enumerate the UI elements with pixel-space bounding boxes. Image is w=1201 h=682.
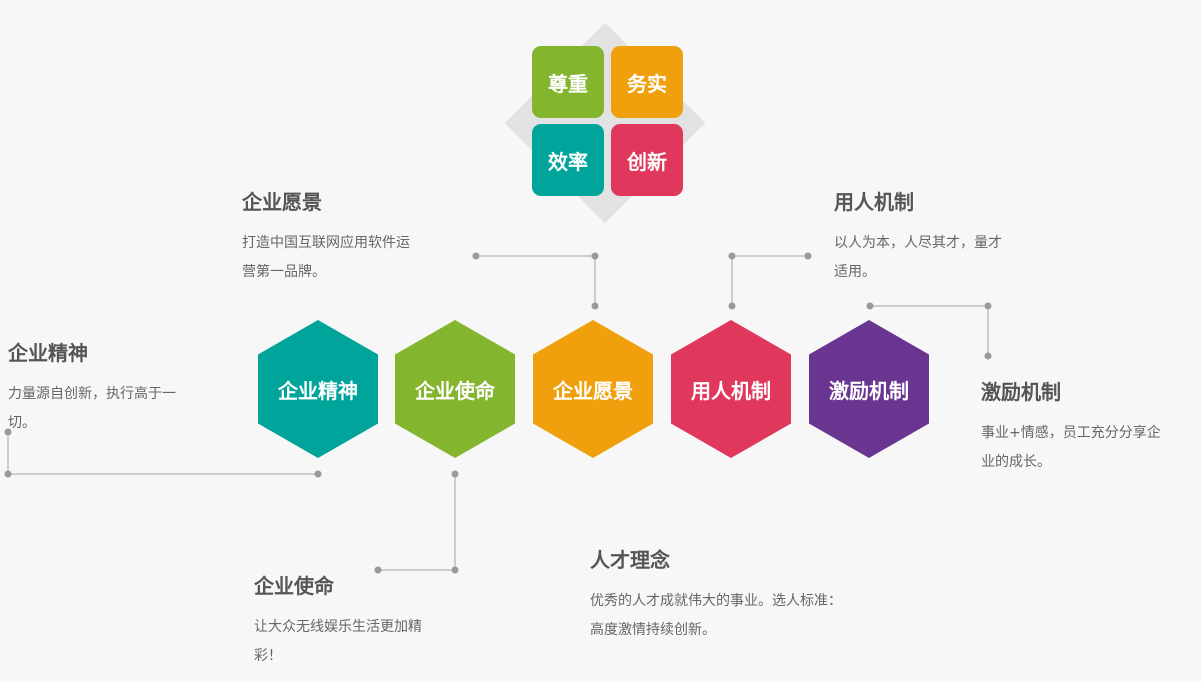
block-title: 人才理念 bbox=[590, 548, 670, 572]
block-title: 企业使命 bbox=[254, 574, 334, 598]
block-text-line: 力量源自创新，执行高于一 bbox=[8, 386, 176, 402]
block-spirit: 企业精神 力量源自创新，执行高于一 切。 bbox=[8, 337, 176, 438]
block-text-line: 打造中国互联网应用软件运 bbox=[242, 235, 410, 251]
block-text-line: 事业+情感，员工充分分享企 bbox=[981, 425, 1161, 441]
hexagon-hiring: 用人机制 bbox=[671, 320, 791, 458]
block-vision: 企业愿景 打造中国互联网应用软件运 营第一品牌。 bbox=[242, 186, 410, 287]
block-text-line: 彩！ bbox=[254, 648, 282, 664]
value-tile-respect: 尊重 bbox=[532, 46, 604, 118]
block-text-line: 优秀的人才成就伟大的事业。选人标准： bbox=[590, 593, 842, 609]
value-tile-innovation: 创新 bbox=[611, 124, 683, 196]
block-text-line: 以人为本，人尽其才，量才 bbox=[834, 235, 1002, 251]
block-title: 企业愿景 bbox=[242, 190, 322, 214]
hexagon-spirit: 企业精神 bbox=[258, 320, 378, 458]
hexagon-mission: 企业使命 bbox=[395, 320, 515, 458]
block-title: 激励机制 bbox=[981, 380, 1061, 404]
block-text-line: 营第一品牌。 bbox=[242, 264, 326, 280]
block-text-line: 适用。 bbox=[834, 264, 876, 280]
block-incentive: 激励机制 事业+情感，员工充分分享企 业的成长。 bbox=[981, 376, 1161, 477]
block-title: 企业精神 bbox=[8, 341, 88, 365]
hexagon-vision: 企业愿景 bbox=[533, 320, 653, 458]
block-text-line: 高度激情持续创新。 bbox=[590, 622, 716, 638]
hexagon-incentive: 激励机制 bbox=[809, 320, 929, 458]
block-text-line: 让大众无线娱乐生活更加精 bbox=[254, 619, 422, 635]
block-text-line: 切。 bbox=[8, 415, 36, 431]
block-mission: 企业使命 让大众无线娱乐生活更加精 彩！ bbox=[254, 570, 422, 671]
block-title: 用人机制 bbox=[834, 190, 914, 214]
value-tile-efficiency: 效率 bbox=[532, 124, 604, 196]
block-talent: 人才理念 优秀的人才成就伟大的事业。选人标准： 高度激情持续创新。 bbox=[590, 544, 842, 645]
block-hiring: 用人机制 以人为本，人尽其才，量才 适用。 bbox=[834, 186, 1002, 287]
block-text-line: 业的成长。 bbox=[981, 454, 1051, 470]
value-tile-pragmatic: 务实 bbox=[611, 46, 683, 118]
